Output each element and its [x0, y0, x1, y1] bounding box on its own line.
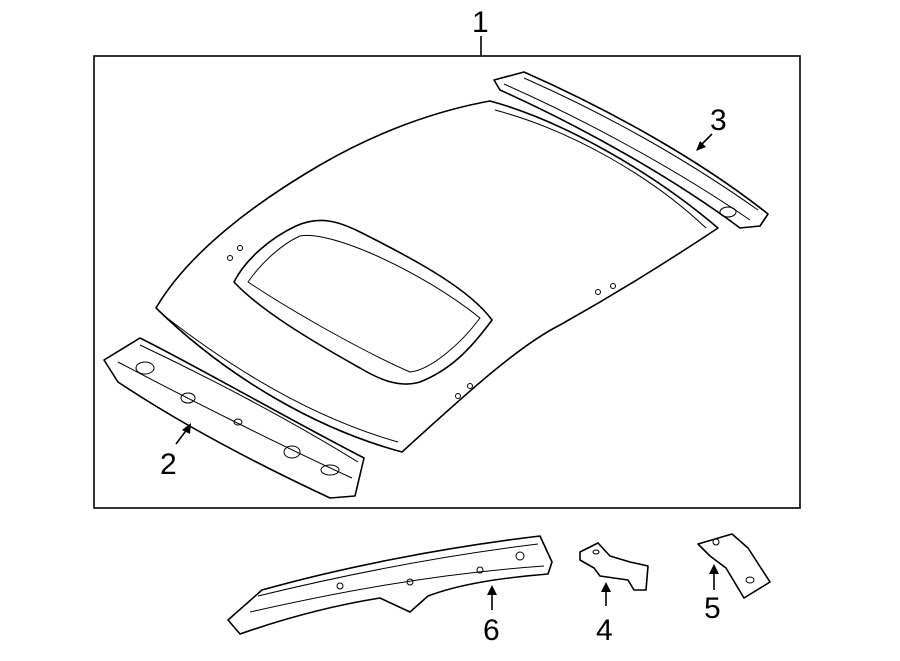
callout-2-number: 2: [160, 448, 177, 481]
callout-1-number: 1: [472, 6, 489, 39]
roof-side-reinforcement[interactable]: [227, 535, 553, 635]
front-roof-rail[interactable]: [103, 337, 365, 499]
roof-bracket[interactable]: [579, 542, 649, 591]
sunroof-opening: [233, 219, 493, 385]
callout-3-number: 3: [710, 104, 727, 137]
rear-roof-rail[interactable]: [493, 71, 769, 229]
roof-gusset-bracket[interactable]: [697, 533, 771, 599]
callout-3-arrow: [696, 141, 706, 151]
callout-2-arrow: [182, 423, 191, 434]
callout-4-number: 4: [596, 614, 613, 647]
callout-6-number: 6: [483, 614, 500, 647]
assembly-frame: [93, 55, 801, 509]
roof-panel[interactable]: [155, 100, 719, 453]
callout-6-arrow: [487, 585, 497, 595]
callout-5-number: 5: [704, 592, 721, 625]
callout-5-arrow: [709, 564, 719, 574]
callout-4-arrow: [601, 582, 611, 592]
